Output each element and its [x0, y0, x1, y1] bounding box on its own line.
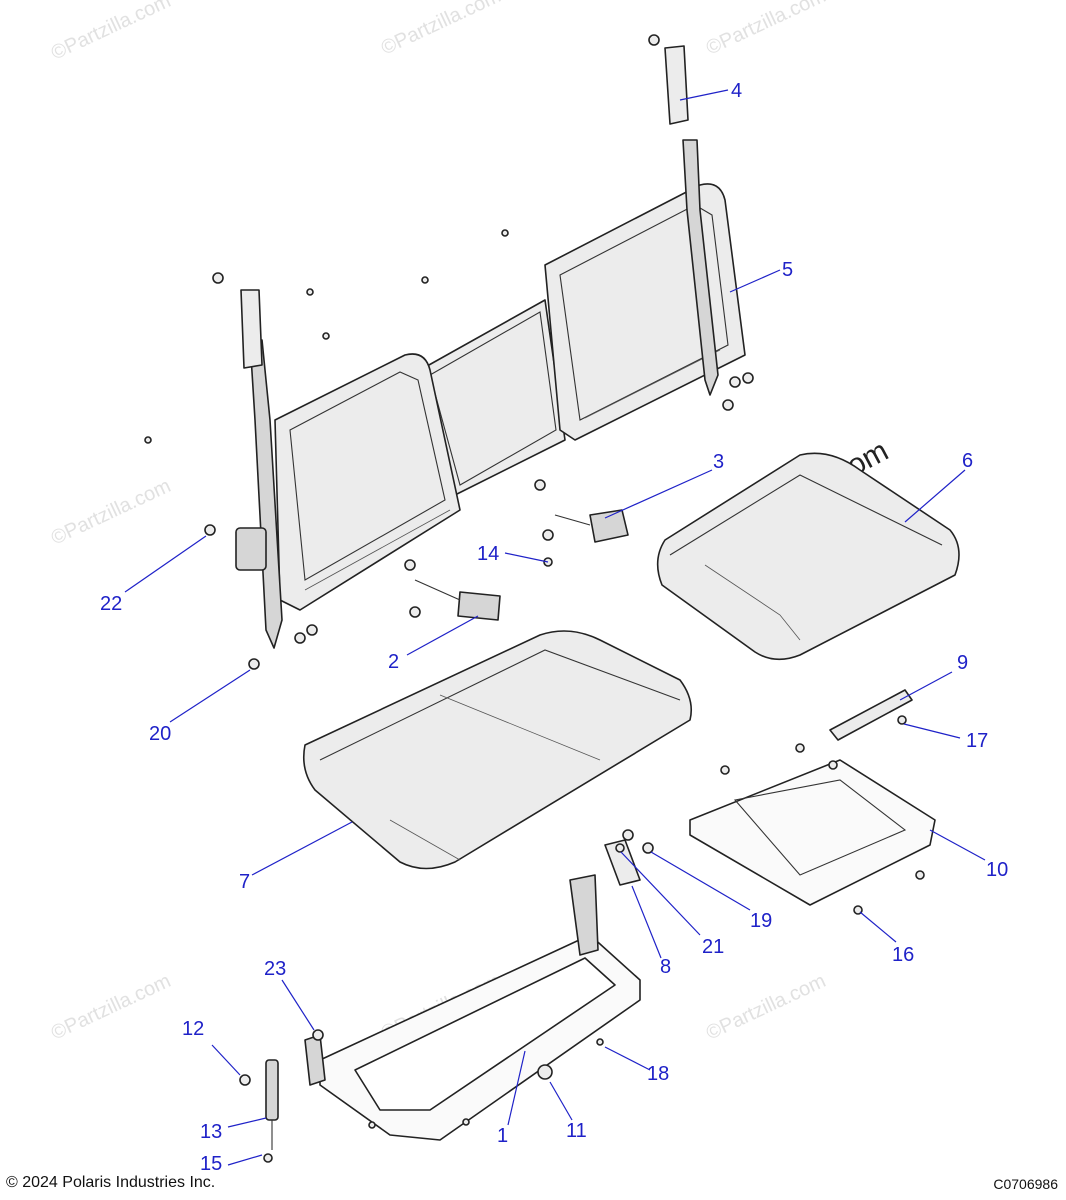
seat-back-assembly: [235, 45, 746, 649]
passenger-seat-cushion: [656, 452, 960, 661]
callout-20: 20: [149, 723, 171, 745]
callout-15: 15: [200, 1153, 222, 1175]
callout-2: 2: [388, 651, 399, 673]
hardware: [144, 34, 925, 1163]
copyright-notice: © 2024 Polaris Industries Inc.: [6, 1174, 216, 1191]
hinge-bracket: [604, 839, 641, 886]
callout-10: 10: [986, 859, 1008, 881]
seat-belt-buckle-2: [414, 579, 501, 621]
callout-14: 14: [477, 543, 499, 565]
watermark: ©Partzilla.com: [703, 0, 829, 60]
callout-16: 16: [892, 944, 914, 966]
callout-1: 1: [497, 1125, 508, 1147]
watermark: ©Partzilla.com: [378, 0, 504, 60]
watermark: ©Partzilla.com: [48, 475, 174, 550]
callout-9: 9: [957, 652, 968, 674]
callout-18: 18: [647, 1063, 669, 1085]
leader-lines: [124, 89, 986, 1166]
callout-5: 5: [782, 259, 793, 281]
watermark: ©Partzilla.com: [703, 970, 829, 1045]
callout-4: 4: [731, 80, 742, 102]
callout-21: 21: [702, 936, 724, 958]
callout-22: 22: [100, 593, 122, 615]
callout-17: 17: [966, 730, 988, 752]
callout-19: 19: [750, 910, 772, 932]
callout-13: 13: [200, 1121, 222, 1143]
callout-12: 12: [182, 1018, 204, 1040]
callout-labels: 1 2 3 4 5 6 7 8 9 10 11 12 13 14 15 16 1…: [100, 80, 1008, 1175]
callout-6: 6: [962, 450, 973, 472]
drawing-number: C0706986: [993, 1176, 1058, 1192]
watermark: ©Partzilla.com: [48, 0, 174, 65]
gas-strut: [265, 1059, 279, 1150]
bench-seat-cushion: [302, 630, 693, 870]
seat-frame: [304, 874, 641, 1141]
seat-base-plate: [689, 759, 936, 906]
callout-7: 7: [239, 871, 250, 893]
callout-11: 11: [566, 1120, 587, 1142]
callout-8: 8: [660, 956, 671, 978]
callout-23: 23: [264, 958, 286, 980]
seat-belt-buckle-3: [554, 509, 629, 543]
bracket: [829, 689, 913, 741]
watermark: ©Partzilla.com: [48, 970, 174, 1045]
callout-3: 3: [713, 451, 724, 473]
